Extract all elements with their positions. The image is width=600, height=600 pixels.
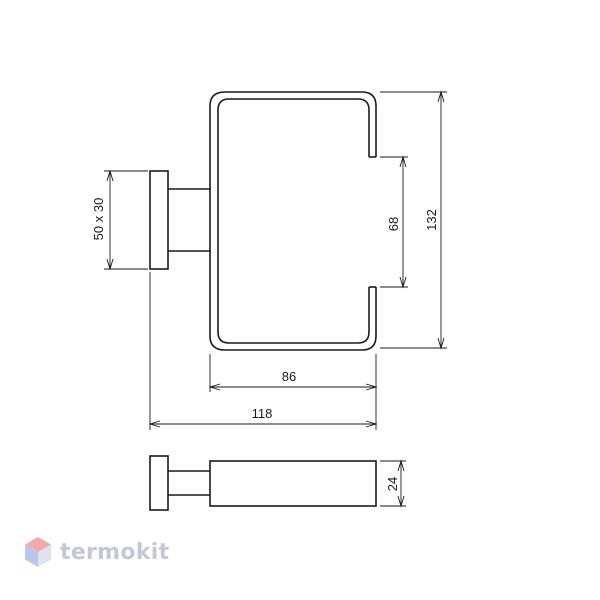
dimension-68: 68: [380, 155, 408, 289]
dimension-24-label: 24: [385, 477, 400, 491]
front-view: [149, 91, 377, 351]
dimension-118: 118: [148, 272, 378, 430]
dimension-50x30-label: 50 x 30: [91, 198, 106, 241]
top-view: [149, 455, 377, 511]
frame-inner: [217, 98, 370, 344]
dimension-86: 86: [208, 354, 378, 392]
brand-watermark: termokit: [24, 536, 169, 568]
top-view-base: [149, 455, 169, 511]
dimension-86-label: 86: [282, 369, 296, 384]
dimension-50x30: 50 x 30: [91, 169, 148, 271]
dimension-132-label: 132: [424, 209, 439, 231]
frame-outer: [209, 91, 377, 351]
hexagon-cube-icon: [25, 537, 51, 567]
brand-name: termokit: [60, 539, 170, 565]
base-plate: [149, 170, 169, 270]
dimension-24: 24: [380, 459, 406, 508]
dimension-118-label: 118: [252, 406, 273, 421]
dimension-68-label: 68: [386, 217, 401, 231]
dimension-132: 132: [380, 90, 447, 350]
top-view-frame: [209, 460, 377, 507]
